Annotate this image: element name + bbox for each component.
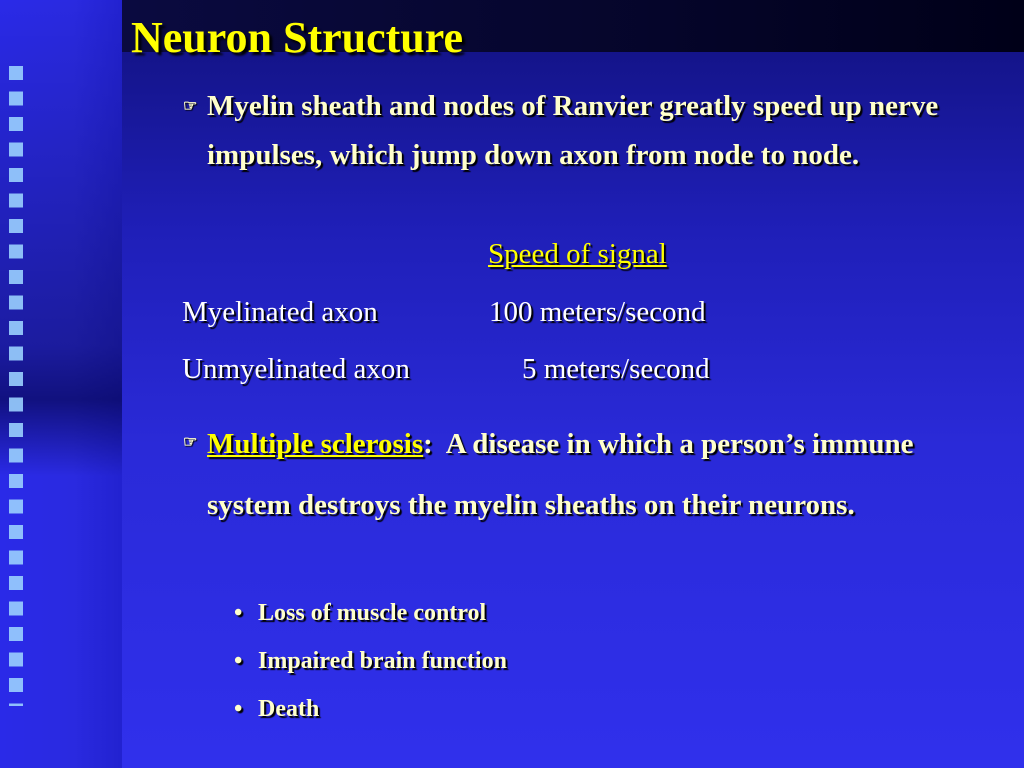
sub-bullet-marker: • <box>234 600 243 626</box>
ms-colon: : <box>423 428 433 460</box>
speed-row-value: 100 meters/second <box>489 296 706 328</box>
sub-bullet-marker: • <box>234 696 243 722</box>
left-decorative-strip <box>0 0 122 768</box>
content-background <box>122 52 1024 768</box>
sub-bullet: • Death <box>234 696 319 723</box>
speed-row-label: Myelinated axon <box>182 296 378 328</box>
speed-row-value: 5 meters/second <box>522 353 710 385</box>
sub-bullet-text: Death <box>258 696 320 722</box>
title-band <box>122 0 1024 52</box>
bullet-myelin-text: Myelin sheath and nodes of Ranvier great… <box>207 90 939 171</box>
bullet-ms-text: Multiple sclerosis: A disease in which a… <box>207 414 997 536</box>
ms-description: A disease in which a person’s immune sys… <box>207 428 921 521</box>
sub-bullet: • Loss of muscle control <box>234 600 486 627</box>
sub-bullet-text: Loss of muscle control <box>258 600 487 626</box>
speed-row-label: Unmyelinated axon <box>182 353 410 385</box>
pointing-hand-icon: ☞ <box>183 98 198 115</box>
decorative-squares <box>9 66 27 706</box>
pointing-hand-icon: ☞ <box>183 434 198 451</box>
sub-bullet-marker: • <box>234 648 243 674</box>
speed-table-header: Speed of signal <box>488 238 667 270</box>
sub-bullet: • Impaired brain function <box>234 648 507 675</box>
sub-bullet-text: Impaired brain function <box>258 648 507 674</box>
ms-term: Multiple sclerosis <box>207 428 424 460</box>
slide-title: Neuron Structure <box>131 13 464 62</box>
